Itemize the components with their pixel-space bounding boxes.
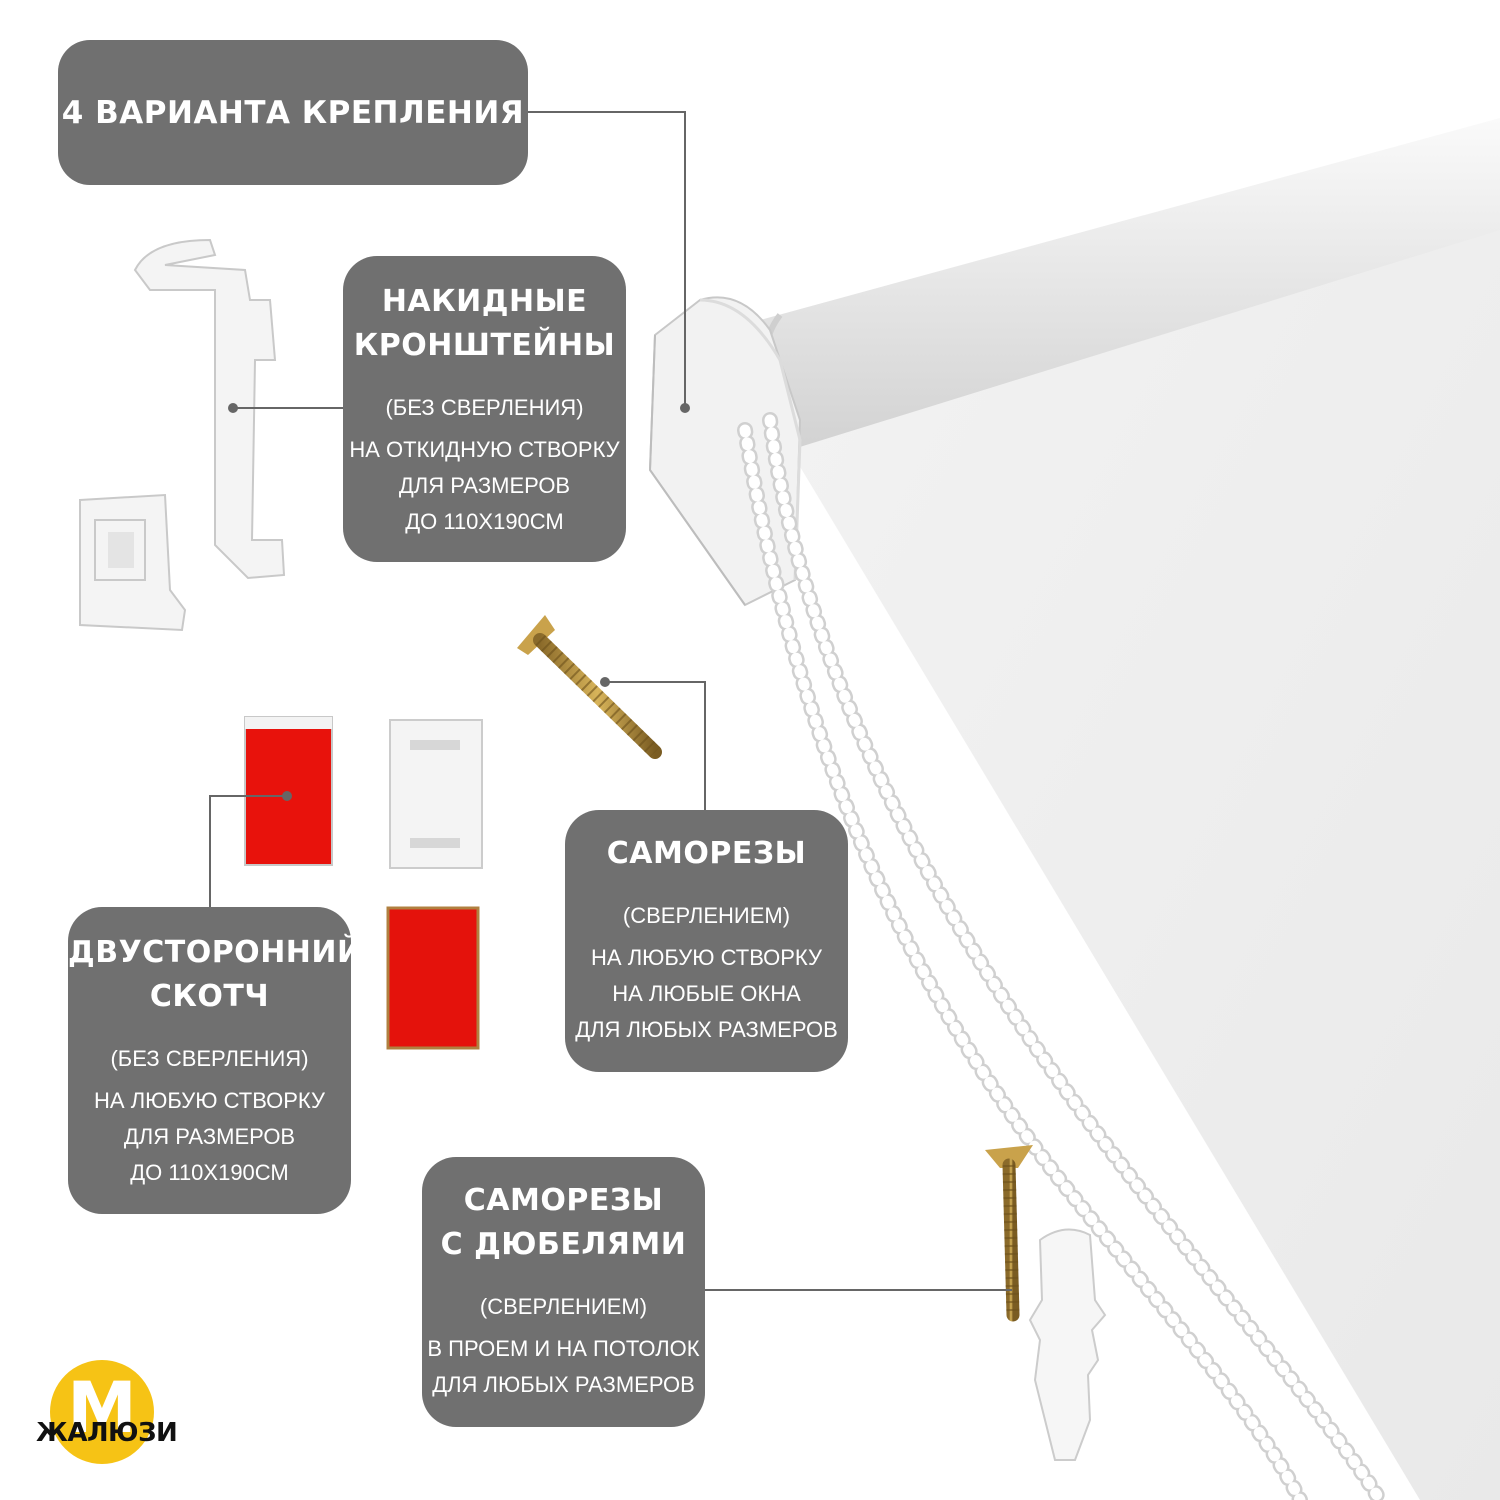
- page-title: 4 ВАРИАНТА КРЕПЛЕНИЯ: [61, 94, 525, 131]
- overhead-bracket-image: [79, 238, 286, 632]
- option-heading: С ДЮБЕЛЯМИ: [440, 1227, 687, 1262]
- option-detail: ДЛЯ РАЗМЕРОВ: [398, 473, 571, 498]
- option-drilling: (СВЕРЛЕНИЕМ): [479, 1294, 648, 1319]
- option-detail: В ПРОЕМ И НА ПОТОЛОК: [427, 1336, 700, 1361]
- option-heading: НАКИДНЫЕ: [381, 284, 588, 319]
- screw-with-dowel-image: [985, 1145, 1107, 1461]
- title-box: 4 ВАРИАНТА КРЕПЛЕНИЯ: [58, 40, 528, 185]
- option-detail: НА ЛЮБУЮ СТВОРКУ: [94, 1088, 325, 1113]
- logo-text: ЖАЛЮЗИ: [36, 1418, 178, 1448]
- connector-dots: [228, 403, 690, 801]
- option-detail: ДЛЯ ЛЮБЫХ РАЗМЕРОВ: [432, 1372, 695, 1397]
- option-heading: САМОРЕЗЫ: [606, 836, 807, 871]
- logo-icon: M: [50, 1360, 154, 1464]
- option-detail: ДЛЯ РАЗМЕРОВ: [123, 1124, 296, 1149]
- option-detail: ДО 110Х190СМ: [130, 1160, 289, 1185]
- option-detail: НА ЛЮБУЮ СТВОРКУ: [591, 945, 822, 970]
- option-detail: НА ЛЮБЫЕ ОКНА: [612, 981, 801, 1006]
- connector-lines: [209, 111, 1012, 1291]
- option-detail: НА ОТКИДНУЮ СТВОРКУ: [349, 437, 620, 462]
- option-screws: САМОРЕЗЫ (СВЕРЛЕНИЕМ) НА ЛЮБУЮ СТВОРКУ Н…: [565, 810, 848, 1072]
- option-screws-with-dowels: САМОРЕЗЫ С ДЮБЕЛЯМИ (СВЕРЛЕНИЕМ) В ПРОЕМ…: [422, 1157, 705, 1427]
- option-heading: ДВУСТОРОННИЙ: [68, 935, 363, 970]
- option-heading: САМОРЕЗЫ: [463, 1183, 664, 1218]
- option-detail: ДЛЯ ЛЮБЫХ РАЗМЕРОВ: [575, 1017, 838, 1042]
- screw-image: [517, 615, 662, 759]
- option-heading: СКОТЧ: [149, 979, 270, 1014]
- option-heading: КРОНШТЕЙНЫ: [353, 328, 616, 363]
- option-drilling: (БЕЗ СВЕРЛЕНИЯ): [110, 1046, 309, 1071]
- option-double-sided-tape: ДВУСТОРОННИЙ СКОТЧ (БЕЗ СВЕРЛЕНИЯ) НА ЛЮ…: [68, 907, 363, 1214]
- svg-text:M: M: [67, 1367, 137, 1449]
- double-sided-tape-image: [244, 716, 483, 1050]
- roller-blind-image: [648, 118, 1500, 1500]
- option-detail: ДО 110Х190СМ: [405, 509, 564, 534]
- option-overhead-brackets: НАКИДНЫЕ КРОНШТЕЙНЫ (БЕЗ СВЕРЛЕНИЯ) НА О…: [343, 256, 626, 562]
- option-drilling: (СВЕРЛЕНИЕМ): [622, 903, 791, 928]
- option-drilling: (БЕЗ СВЕРЛЕНИЯ): [385, 395, 584, 420]
